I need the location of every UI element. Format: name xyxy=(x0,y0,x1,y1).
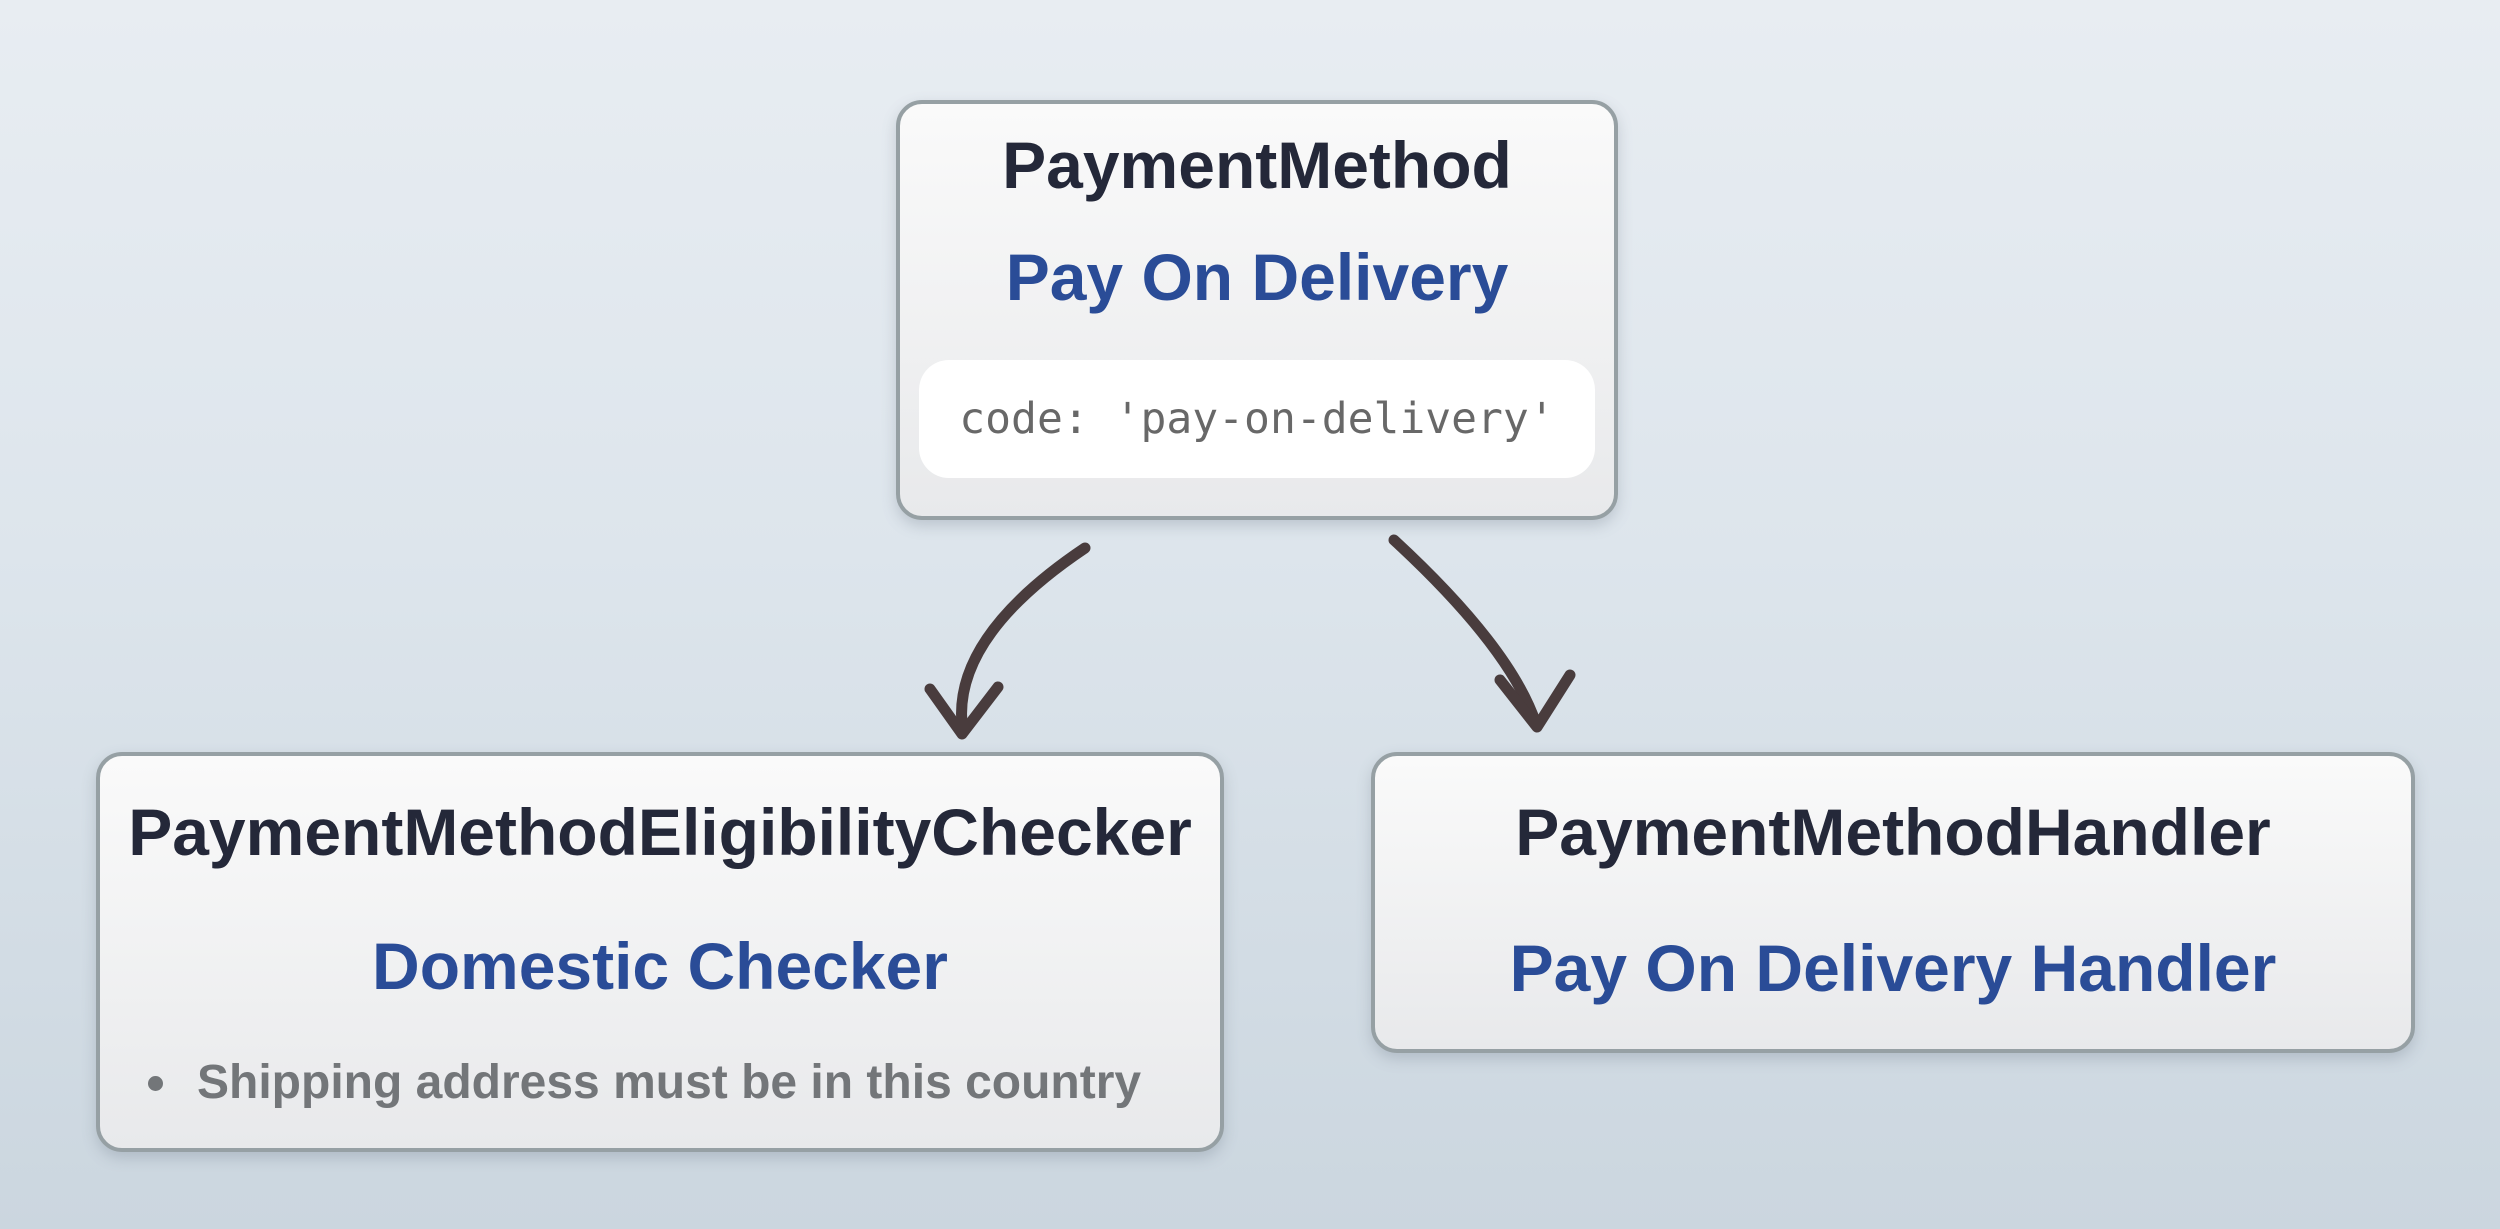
node-payment-method: PaymentMethod Pay On Delivery code: 'pay… xyxy=(896,100,1618,520)
node-handler: PaymentMethodHandler Pay On Delivery Han… xyxy=(1371,752,2415,1053)
handler-subtitle: Pay On Delivery Handler xyxy=(1509,931,2277,1005)
arrowhead-right-icon xyxy=(1494,669,1576,733)
node-eligibility-checker: PaymentMethodEligibilityChecker Domestic… xyxy=(96,752,1224,1152)
eligibility-checker-subtitle: Domestic Checker xyxy=(372,929,948,1003)
eligibility-rule-text: Shipping address must be in this country xyxy=(197,1056,1142,1109)
arrow-curve-right xyxy=(1388,534,1542,730)
payment-method-code-pill: code: 'pay-on-delivery' xyxy=(919,360,1595,478)
arrowhead-left-icon xyxy=(924,681,1004,740)
handler-title: PaymentMethodHandler xyxy=(1515,795,2271,869)
bullet-item: Shipping address must be in this country xyxy=(148,1059,1141,1107)
eligibility-checker-title: PaymentMethodEligibilityChecker xyxy=(128,795,1192,869)
payment-method-title: PaymentMethod xyxy=(1002,128,1512,202)
arrow-curve-left xyxy=(956,542,1091,738)
payment-method-subtitle: Pay On Delivery xyxy=(1005,240,1509,314)
bullet-dot-icon xyxy=(148,1075,163,1091)
payment-method-code: code: 'pay-on-delivery' xyxy=(959,394,1555,444)
arrow-to-eligibility-checker xyxy=(924,542,1091,740)
arrow-to-handler xyxy=(1388,534,1576,733)
